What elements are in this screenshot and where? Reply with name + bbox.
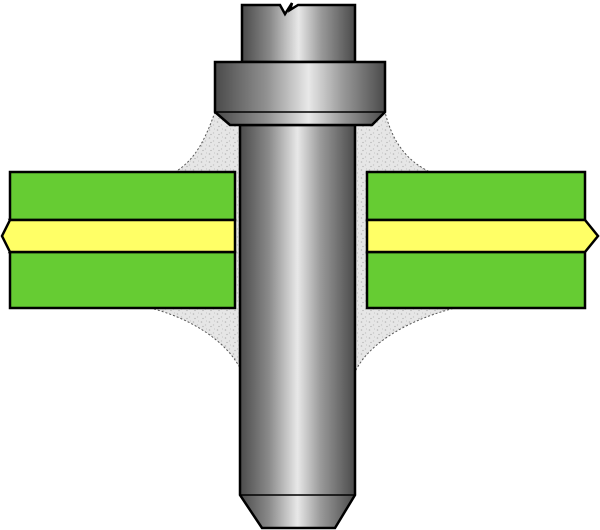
board-left [0, 170, 237, 310]
pin [238, 123, 357, 530]
board-right [365, 170, 600, 310]
inner-layer [0, 218, 237, 254]
inner-layer [365, 218, 600, 254]
pin-collar [213, 60, 387, 127]
pin-top [240, 2, 357, 64]
